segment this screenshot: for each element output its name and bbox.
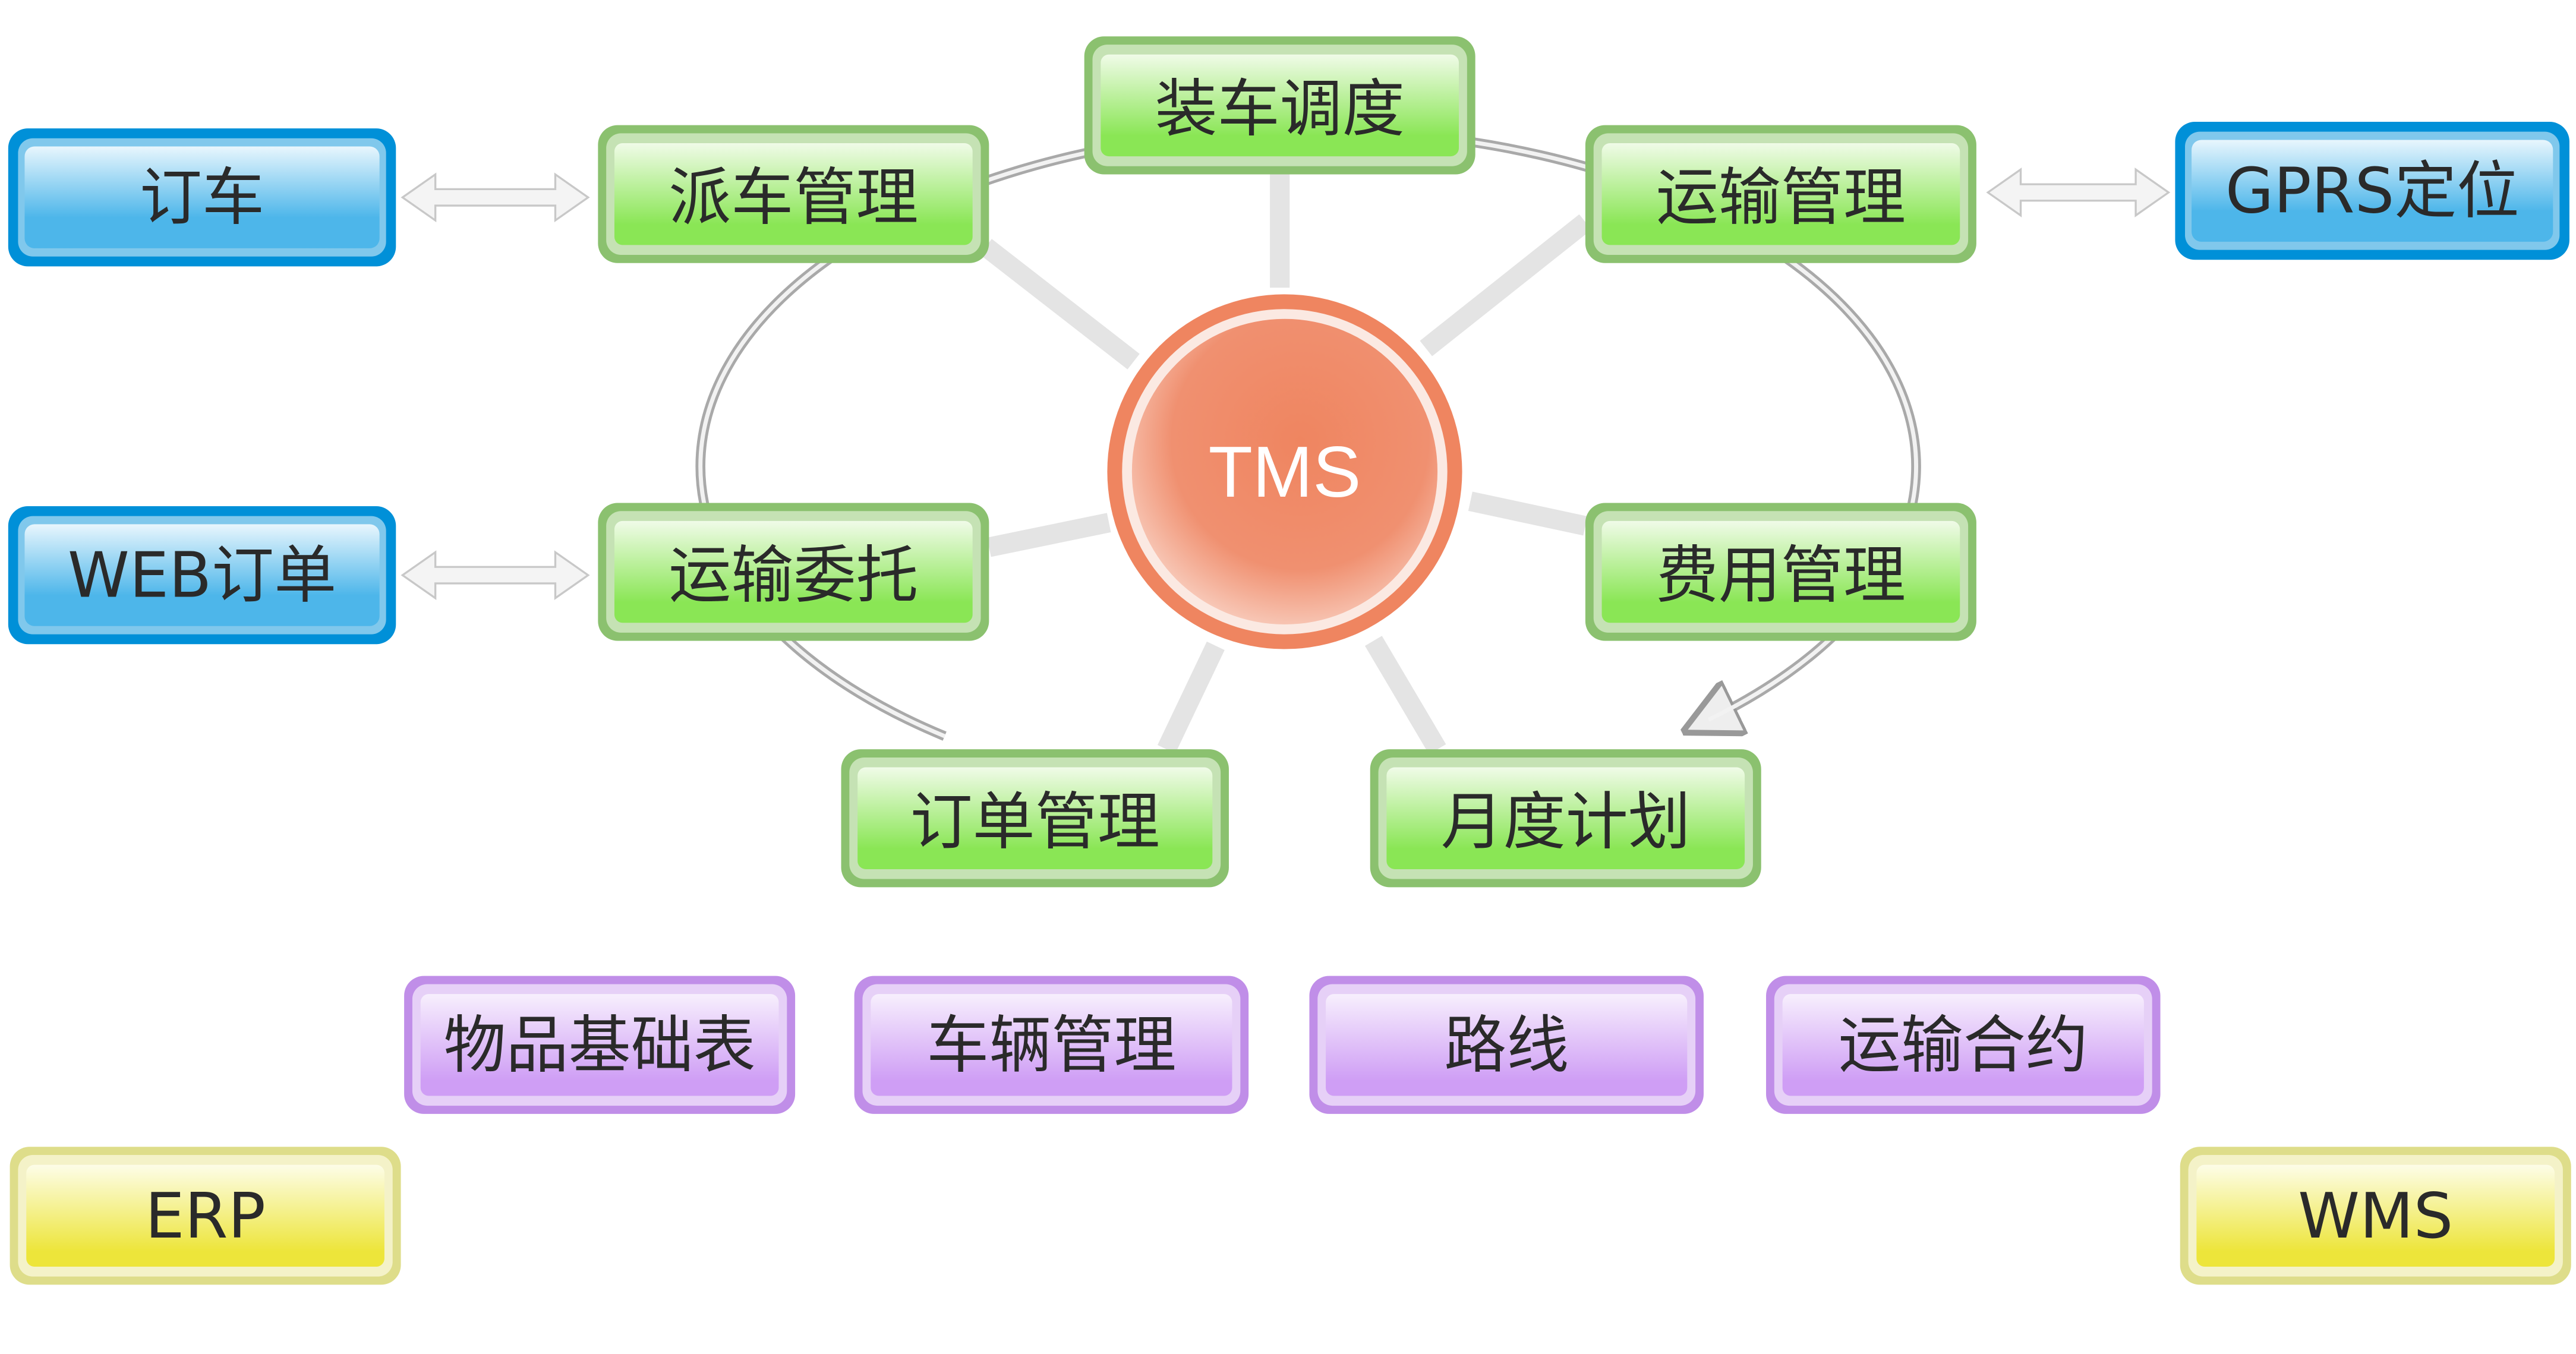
tms-core[interactable]: TMS: [1107, 294, 1462, 649]
double-arrows: [401, 168, 2171, 600]
svg-text:订单管理: 订单管理: [910, 785, 1160, 858]
svg-text:WMS: WMS: [2298, 1179, 2453, 1252]
node-dispatch[interactable]: 派车管理: [598, 125, 989, 263]
node-order-mgmt[interactable]: 订单管理: [841, 749, 1229, 888]
node-monthly-plan[interactable]: 月度计划: [1370, 749, 1761, 888]
svg-text:运输委托: 运输委托: [669, 539, 918, 612]
svg-text:派车管理: 派车管理: [669, 161, 918, 234]
svg-text:车辆管理: 车辆管理: [926, 1008, 1176, 1081]
node-web-order[interactable]: WEB订单: [8, 506, 396, 645]
svg-text:运输管理: 运输管理: [1656, 161, 1906, 234]
node-cost[interactable]: 费用管理: [1585, 503, 1976, 641]
node-route[interactable]: 路线: [1309, 976, 1704, 1114]
svg-text:装车调度: 装车调度: [1155, 72, 1405, 145]
svg-text:WEB订单: WEB订单: [68, 539, 336, 612]
svg-text:GPRS定位: GPRS定位: [2225, 154, 2520, 228]
svg-text:订车: 订车: [140, 161, 264, 234]
tms-label: TMS: [1209, 431, 1361, 512]
arrow-order-dispatch: [401, 172, 590, 223]
svg-text:费用管理: 费用管理: [1656, 539, 1906, 612]
svg-text:路线: 路线: [1444, 1008, 1569, 1081]
svg-text:运输合约: 运输合约: [1839, 1008, 2088, 1081]
node-loading[interactable]: 装车调度: [1084, 36, 1475, 175]
spokes: [979, 174, 1592, 755]
node-transport[interactable]: 运输管理: [1585, 125, 1976, 263]
node-goods-base[interactable]: 物品基础表: [404, 976, 796, 1114]
node-vehicle[interactable]: 车辆管理: [854, 976, 1249, 1114]
node-erp[interactable]: ERP: [10, 1147, 401, 1285]
svg-text:ERP: ERP: [145, 1179, 266, 1252]
arrow-gps-transport: [1986, 168, 2171, 217]
node-gprs[interactable]: GPRS定位: [2175, 122, 2569, 260]
node-entrust[interactable]: 运输委托: [598, 503, 989, 641]
svg-text:物品基础表: 物品基础表: [443, 1008, 755, 1081]
node-wms[interactable]: WMS: [2180, 1147, 2571, 1285]
arrow-web-entrust: [401, 550, 590, 600]
node-contract[interactable]: 运输合约: [1766, 976, 2161, 1114]
svg-text:月度计划: 月度计划: [1441, 785, 1691, 858]
node-order-car[interactable]: 订车: [8, 128, 396, 267]
